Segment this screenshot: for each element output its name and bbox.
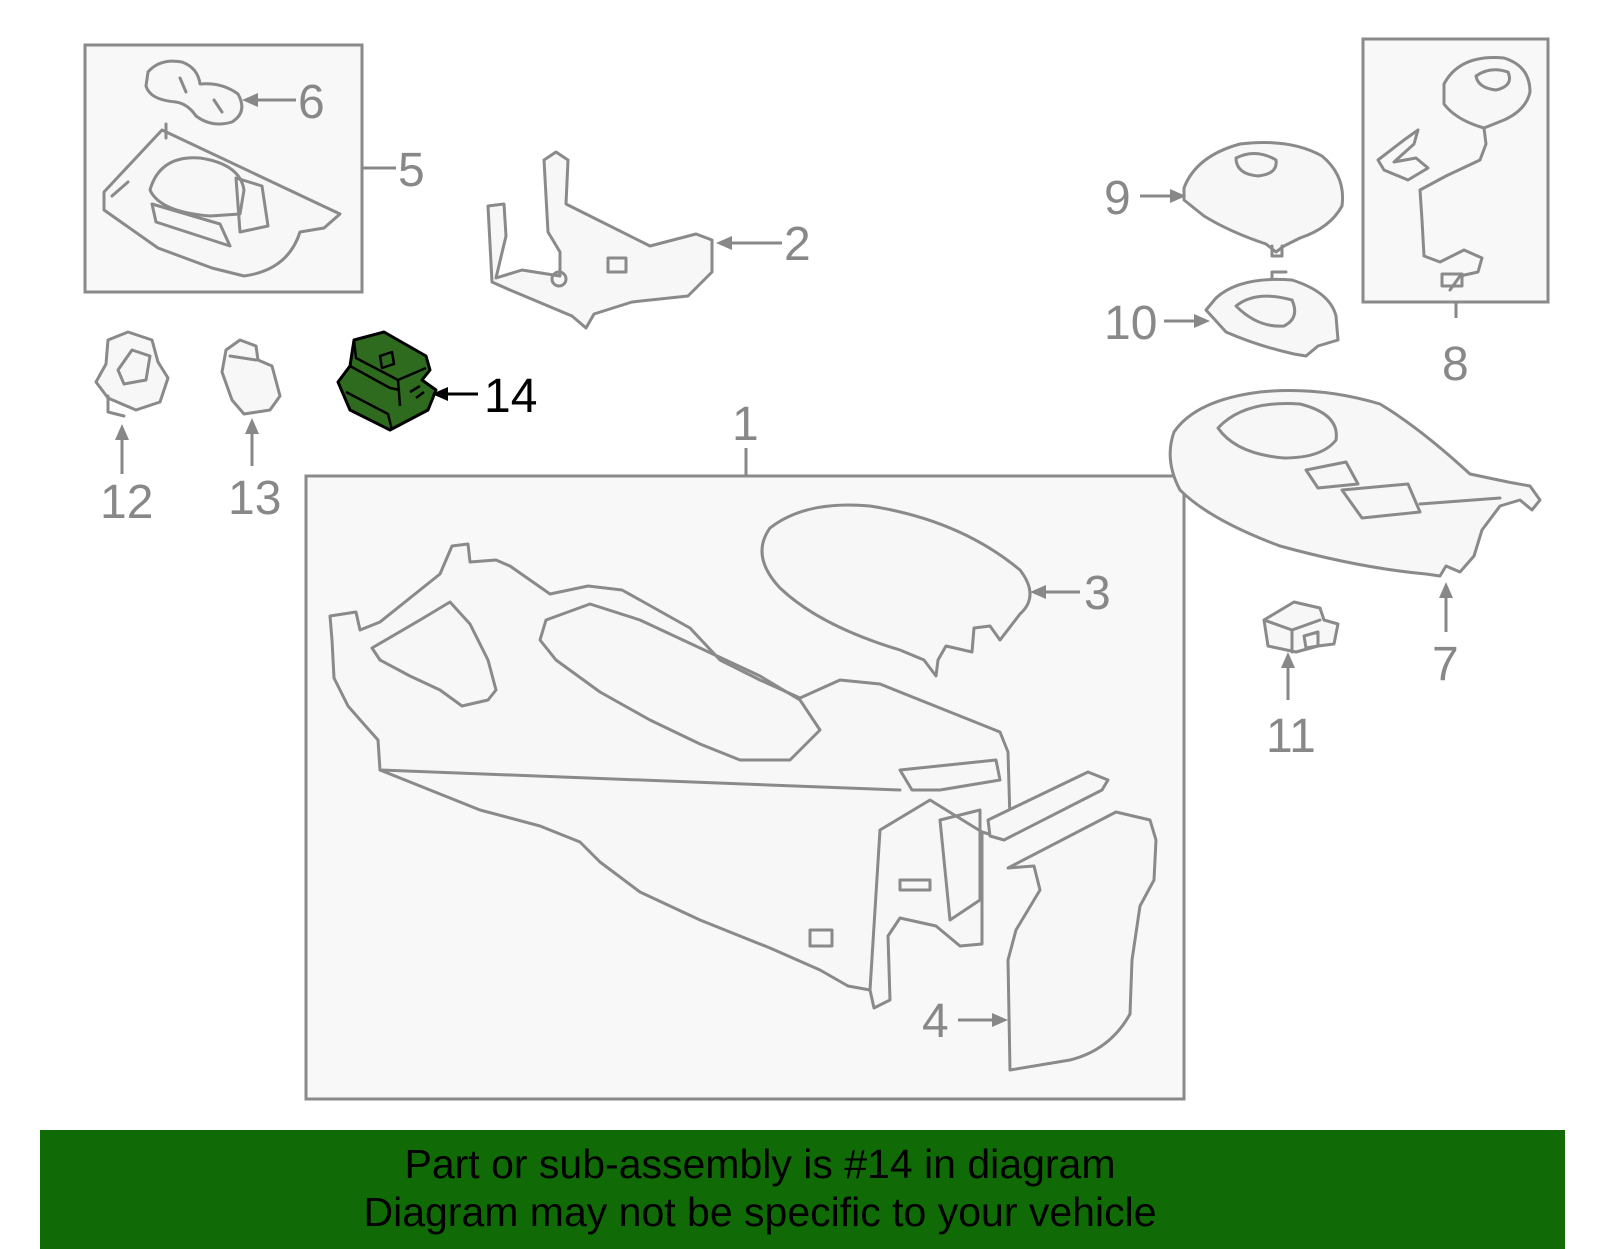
part-5-cup-holder-tray — [102, 122, 342, 278]
callout-11: 11 — [1266, 710, 1316, 763]
callout-4: 4 — [922, 995, 949, 1048]
callout-3: 3 — [1084, 567, 1111, 620]
callout-10: 10 — [1104, 297, 1157, 350]
part-9-shift-cover — [1182, 141, 1345, 258]
callout-12: 12 — [100, 476, 153, 529]
part-10-trim-ring — [1204, 270, 1340, 358]
callout-13: 13 — [228, 472, 281, 525]
part-3-armrest-lid — [760, 503, 1032, 678]
part-8-shift-knob-harness — [1376, 56, 1532, 292]
callout-6: 6 — [298, 76, 325, 129]
callout-9: 9 — [1104, 172, 1131, 225]
part-1-center-console — [328, 542, 1012, 1010]
part-13-connector — [220, 338, 282, 416]
banner-line-2: Diagram may not be specific to your vehi… — [363, 1189, 1157, 1235]
callout-8: 8 — [1442, 338, 1469, 391]
banner-line-1: Part or sub-assembly is #14 in diagram — [404, 1141, 1116, 1187]
callout-2: 2 — [784, 218, 811, 271]
part-12-switch-housing — [94, 330, 170, 418]
part-4-end-panel — [986, 770, 1158, 1072]
callout-7: 7 — [1432, 638, 1459, 691]
part-7-console-trim — [1168, 389, 1542, 578]
part-2-bracket — [486, 150, 714, 330]
info-banner: Part or sub-assembly is #14 in diagram D… — [40, 1130, 1565, 1249]
part-11-sensor — [1262, 600, 1340, 654]
part-6-cup-insert — [144, 59, 244, 126]
part-14-switch-highlighted — [336, 330, 438, 432]
callout-5: 5 — [398, 144, 425, 197]
callout-14: 14 — [484, 370, 537, 423]
callout-1: 1 — [732, 398, 759, 451]
